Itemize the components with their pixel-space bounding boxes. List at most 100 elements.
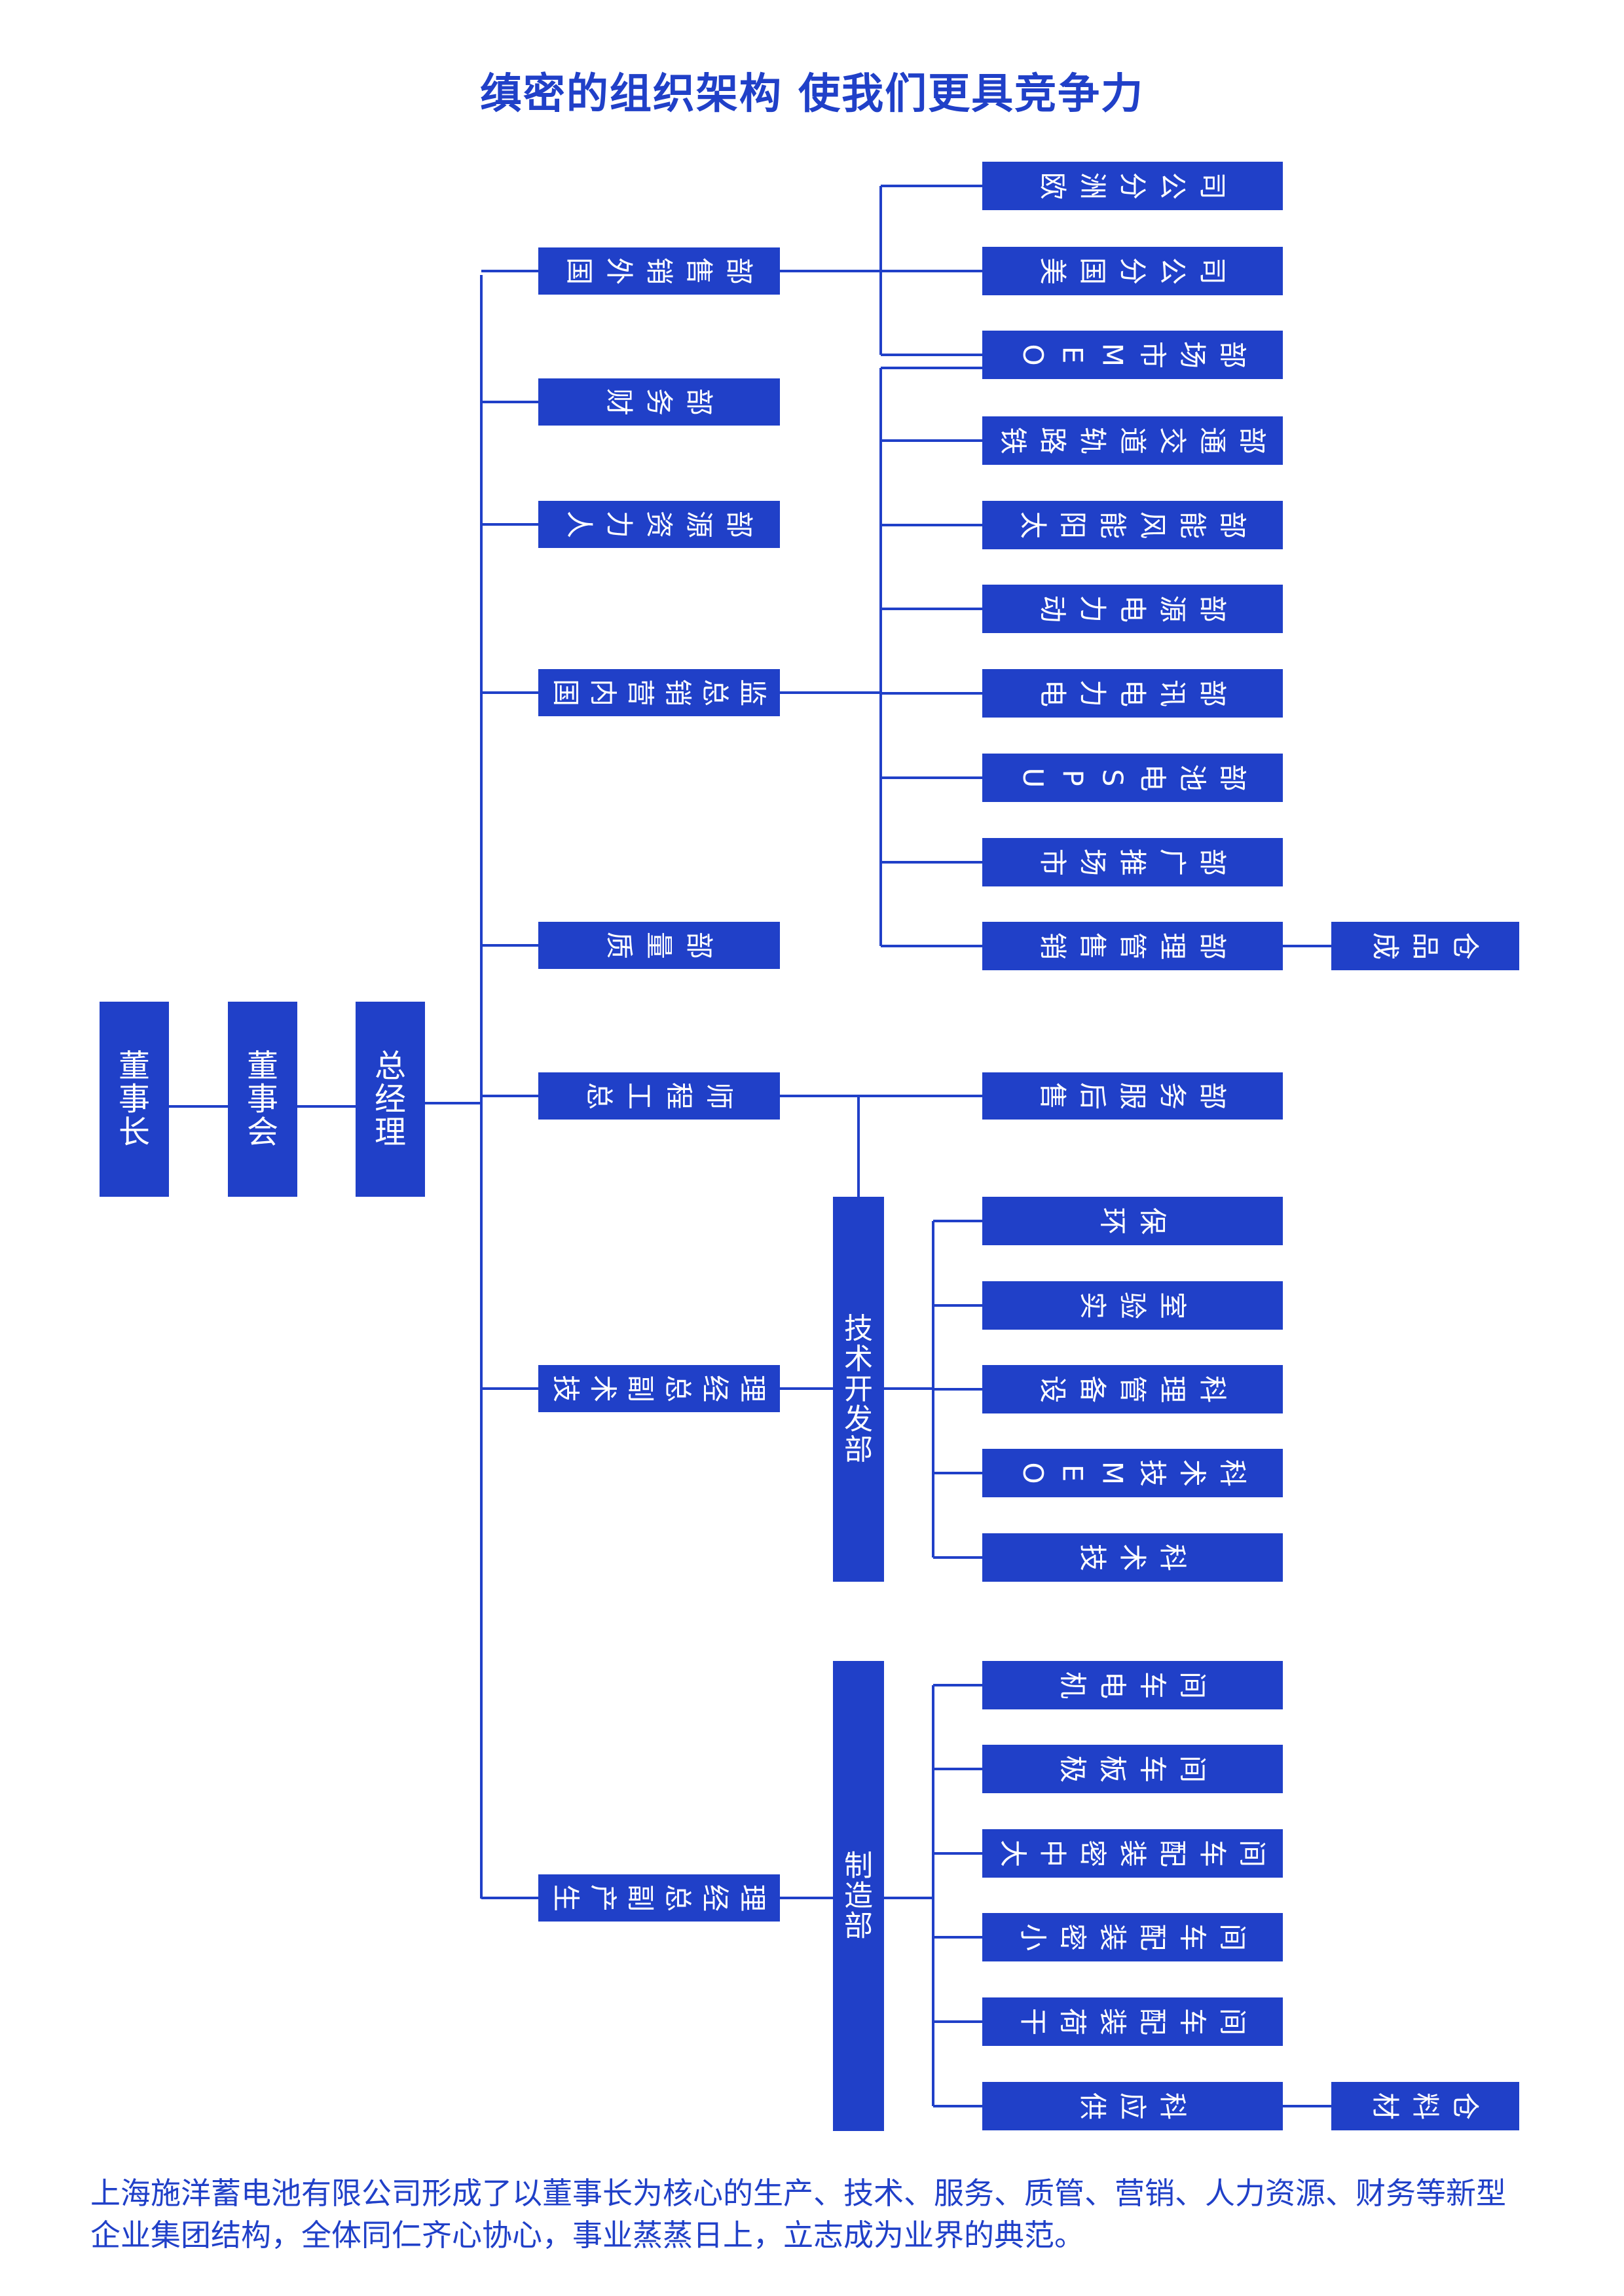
tech-unit-1-char: 实	[1077, 1292, 1109, 1319]
domestic-unit-3-char: 力	[1077, 680, 1109, 707]
domestic-unit-6-char: 管	[1116, 932, 1149, 960]
tech-unit-0: 环保	[982, 1197, 1283, 1245]
domestic-unit-5: 市场推广部	[982, 838, 1283, 886]
foreign-branch-1-char: 公	[1156, 257, 1189, 285]
general-manager-box-char: 经	[375, 1081, 406, 1118]
foreign-branch-2-char: E	[1057, 346, 1089, 364]
tech-unit-0-char: 保	[1136, 1207, 1168, 1235]
dept-foreign-sales-char: 销	[643, 257, 675, 285]
page-title: 缜密的组织架构 使我们更具竞争力	[479, 70, 1145, 118]
domestic-unit-0-char: 通	[1196, 427, 1228, 454]
finished-warehouse-char: 仓	[1449, 932, 1481, 960]
dept-production-vp-char: 生	[550, 1884, 582, 1912]
mfg-unit-0-char: 电	[1097, 1671, 1129, 1699]
tech-dev-char: 发	[844, 1403, 873, 1436]
mfg-unit-1-char: 板	[1097, 1755, 1129, 1783]
dept-domestic-marketing-char: 内	[587, 679, 619, 706]
mfg-unit-2-box	[982, 1829, 1283, 1878]
mfg-unit-0-char: 车	[1136, 1671, 1168, 1699]
mfg-unit-3: 小密装配车间	[982, 1913, 1283, 1961]
dept-finance-box	[538, 378, 780, 426]
mfg-unit-4: 干荷装配车间	[982, 1997, 1283, 2046]
tech-unit-0-char: 环	[1097, 1207, 1129, 1235]
mfg-unit-4-char: 荷	[1057, 2008, 1089, 2035]
mfg-unit-5-char: 供	[1077, 2092, 1109, 2120]
domestic-unit-1-char: 部	[1216, 511, 1248, 539]
dept-finance-char: 财	[603, 388, 635, 416]
domestic-unit-5-char: 广	[1156, 848, 1189, 876]
mfg-unit-2: 大中密装配车间	[982, 1829, 1283, 1878]
mfg-unit-5-box	[982, 2082, 1283, 2130]
foreign-branch-0-char: 公	[1156, 172, 1189, 200]
domestic-unit-3-char: 部	[1196, 680, 1228, 707]
domestic-unit-0: 铁路轨道交通部	[982, 416, 1283, 465]
mfg-unit-3-char: 密	[1057, 1923, 1089, 1951]
dept-chief-engineer: 总工程师	[538, 1072, 780, 1120]
org-boxes: 董事长董事会总经理国外销售部财务部人力资源部国内营销总监质量部总工程师技术副总经…	[100, 162, 1519, 2131]
mfg-unit-4-box	[982, 1997, 1283, 2046]
tech-unit-0-box	[982, 1197, 1283, 1245]
foreign-branch-2-char: 部	[1216, 341, 1248, 369]
mfg-unit-3-box	[982, 1913, 1283, 1961]
tech-dev-char: 术	[844, 1342, 873, 1376]
mfg-unit-1-char: 车	[1136, 1755, 1168, 1783]
domestic-unit-1-char: 能	[1176, 511, 1208, 539]
dept-chief-engineer-char: 总	[583, 1082, 616, 1110]
finished-warehouse-char: 品	[1409, 932, 1441, 960]
dept-chief-engineer-char: 师	[703, 1082, 735, 1110]
dept-tech-vp-box	[538, 1365, 780, 1412]
general-manager-box-char: 总	[375, 1048, 406, 1085]
dept-domestic-marketing-char: 总	[699, 679, 731, 706]
dept-production-vp-box	[538, 1874, 780, 1922]
tech-unit-4: 技术科	[982, 1533, 1283, 1582]
domestic-unit-4-char: 电	[1136, 764, 1168, 792]
dept-foreign-sales-char: 国	[563, 257, 595, 285]
domestic-unit-6-box	[982, 922, 1283, 970]
mfg-unit-2-char: 装	[1116, 1840, 1149, 1867]
material-warehouse-char: 料	[1409, 2092, 1441, 2120]
foreign-branch-2-char: 市	[1136, 341, 1168, 369]
dept-foreign-sales: 国外销售部	[538, 247, 780, 295]
foreign-branch-0: 欧洲分公司	[982, 162, 1283, 210]
dept-hr-char: 源	[683, 511, 715, 538]
foreign-branch-2-char: 场	[1176, 341, 1208, 369]
mfg-unit-4-char: 干	[1017, 2008, 1049, 2035]
foreign-branch-0-char: 欧	[1037, 172, 1069, 200]
dept-quality-char: 量	[643, 932, 675, 959]
domestic-unit-0-char: 交	[1156, 427, 1189, 454]
domestic-unit-4-char: S	[1097, 769, 1129, 787]
tech-unit-4-char: 科	[1156, 1544, 1189, 1571]
domestic-unit-4-box	[982, 754, 1283, 802]
tech-unit-2-box	[982, 1365, 1283, 1413]
domestic-unit-2-char: 部	[1196, 595, 1228, 623]
material-warehouse-char: 仓	[1449, 2092, 1481, 2120]
domestic-unit-0-box	[982, 416, 1283, 465]
domestic-unit-5-char: 场	[1077, 848, 1109, 876]
mfg-unit-3-char: 装	[1097, 1923, 1129, 1951]
board-box-box	[228, 1002, 297, 1197]
domestic-unit-0-char: 轨	[1077, 427, 1109, 454]
dept-production-vp-char: 副	[625, 1884, 657, 1912]
material-warehouse-char: 材	[1369, 2092, 1401, 2120]
domestic-unit-3-char: 电	[1116, 680, 1149, 707]
after-sales-char: 后	[1077, 1082, 1109, 1110]
dept-quality-char: 部	[683, 932, 715, 959]
domestic-unit-5-char: 推	[1116, 848, 1149, 876]
domestic-unit-1-char: 风	[1136, 511, 1168, 539]
mfg-unit-1-char: 间	[1176, 1755, 1208, 1783]
tech-unit-2-char: 备	[1077, 1376, 1109, 1403]
domestic-unit-1-char: 能	[1097, 511, 1129, 539]
tech-unit-1-char: 室	[1156, 1292, 1189, 1319]
board-box-char: 事	[247, 1081, 278, 1118]
mfg-unit-5-char: 科	[1156, 2092, 1189, 2120]
tech-unit-2-char: 设	[1037, 1376, 1069, 1403]
dept-production-vp-char: 经	[699, 1884, 731, 1912]
tech-unit-2-char: 管	[1116, 1376, 1149, 1403]
dept-domestic-marketing-box	[538, 669, 780, 716]
tech-unit-1-char: 验	[1116, 1292, 1149, 1319]
dept-quality-box	[538, 922, 780, 969]
domestic-unit-1-box	[982, 501, 1283, 549]
foreign-branch-2-char: M	[1097, 343, 1129, 367]
dept-tech-vp-char: 经	[699, 1375, 731, 1402]
